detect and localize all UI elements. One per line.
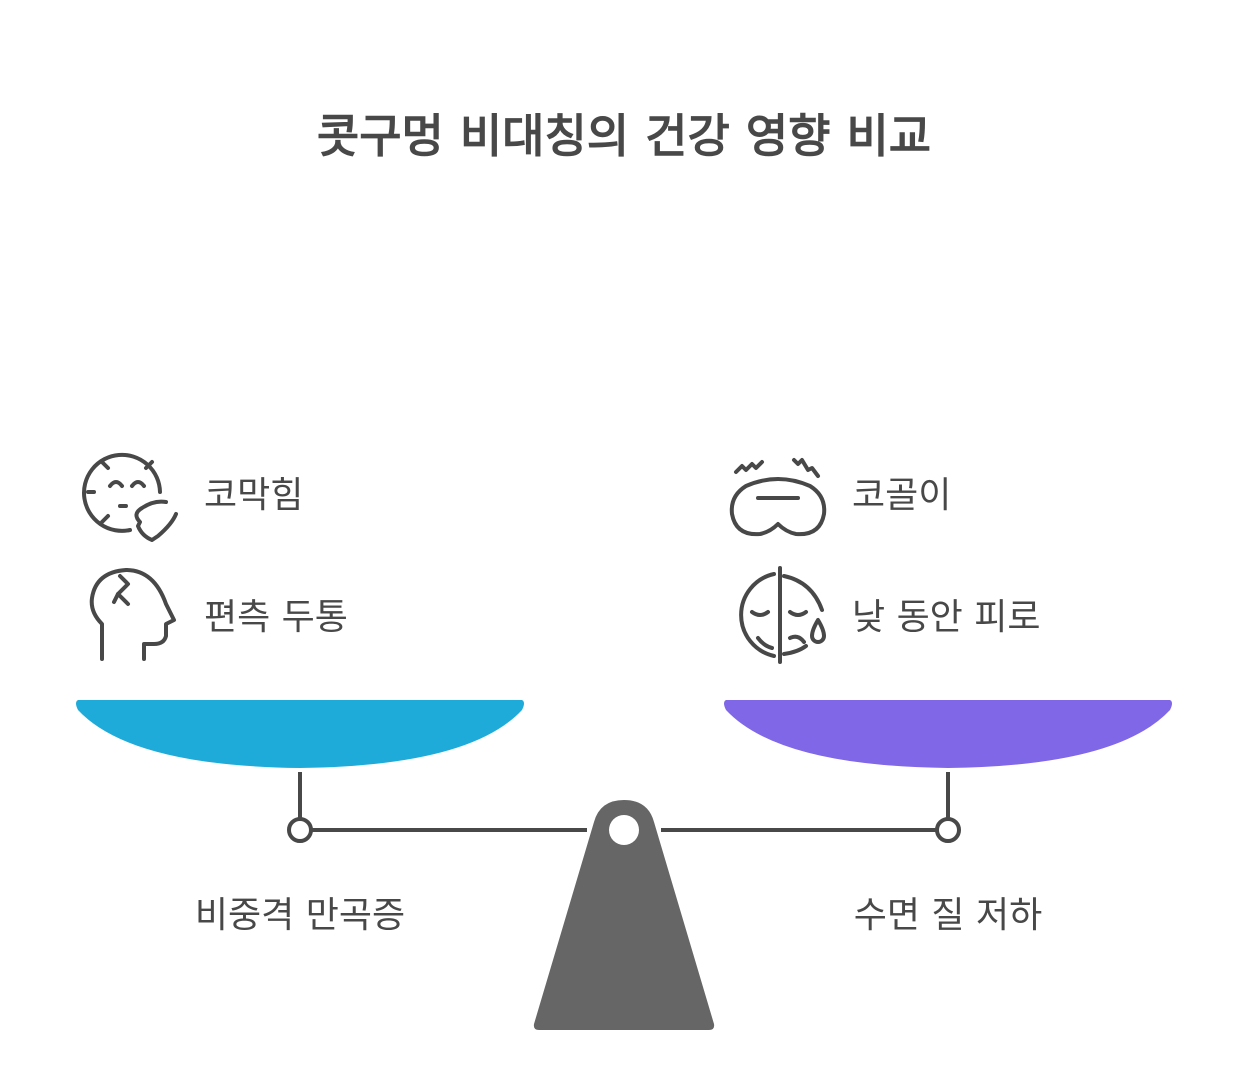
tired-face-icon: [739, 566, 826, 664]
left-item-label: 코막힘: [204, 475, 304, 516]
left-item-label: 편측 두통: [204, 597, 348, 638]
right-pan: [724, 700, 1172, 768]
left-joint: [287, 817, 313, 843]
left-category-label: 비중격 만곡증: [194, 895, 406, 936]
right-item-fatigue: 낮 동안 피로: [728, 564, 1041, 664]
left-item-congestion: 코막힘: [80, 442, 303, 542]
right-item-label: 코골이: [852, 475, 952, 516]
right-category-label: 수면 질 저하: [853, 895, 1043, 936]
sleep-mask-icon: [729, 458, 827, 537]
right-item-snoring: 코골이: [728, 442, 951, 542]
headache-head-icon: [89, 568, 176, 661]
fulcrum-hole: [609, 815, 639, 845]
left-pan: [76, 700, 524, 768]
right-joint: [935, 817, 961, 843]
diagram-title: 콧구멍 비대칭의 건강 영향 비교: [316, 109, 932, 163]
right-item-label: 낮 동안 피로: [852, 597, 1041, 638]
fulcrum: [533, 800, 715, 1030]
left-item-headache: 편측 두통: [80, 564, 348, 664]
congested-face-icon: [82, 452, 178, 542]
